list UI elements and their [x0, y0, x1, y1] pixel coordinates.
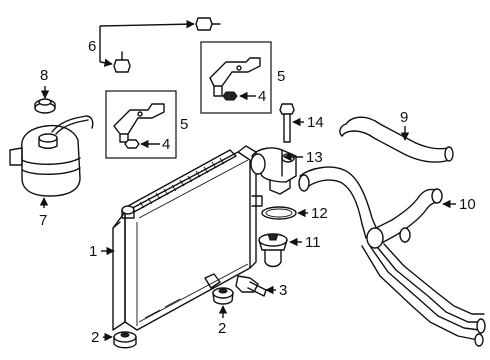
bolt-upper: [195, 17, 221, 31]
upper-hose: [339, 116, 454, 163]
callout-2-right: 2: [218, 320, 226, 337]
overflow-tank: [9, 115, 94, 197]
long-bolt: [279, 103, 295, 143]
radiator: [112, 145, 263, 331]
callout-6: 6: [88, 38, 96, 55]
thermostat-housing: [250, 147, 297, 195]
callout-labels: 6 8 7 1 2 2 3 4 4 5 5 14 13 12 11 9 10: [39, 38, 476, 346]
callout-14: 14: [307, 114, 324, 131]
callout-8: 8: [40, 67, 48, 84]
bolt-lower: [113, 51, 131, 73]
callout-4-lower: 4: [162, 136, 170, 153]
callout-7: 7: [39, 212, 47, 229]
callout-4-upper: 4: [258, 88, 266, 105]
callout-11: 11: [305, 234, 321, 251]
gasket: [261, 206, 297, 220]
lower-hose-assembly: [298, 166, 486, 347]
callout-5-lower: 5: [180, 116, 188, 133]
mount-right: [212, 287, 234, 305]
leader-lines: [39, 19, 456, 342]
callout-13: 13: [306, 149, 323, 166]
callout-2-left: 2: [91, 329, 99, 346]
callout-12: 12: [311, 205, 328, 222]
thermostat: [258, 233, 288, 268]
callout-10: 10: [459, 196, 476, 213]
callout-5-upper: 5: [277, 68, 285, 85]
bracket-box-upper: [200, 41, 272, 114]
mount-left: [113, 331, 137, 349]
callout-1: 1: [89, 243, 97, 260]
bolt-3: [235, 275, 267, 297]
callout-3: 3: [279, 282, 287, 299]
pressure-cap: [34, 98, 56, 114]
bracket-box-lower: [105, 90, 177, 159]
callout-9: 9: [400, 109, 408, 126]
